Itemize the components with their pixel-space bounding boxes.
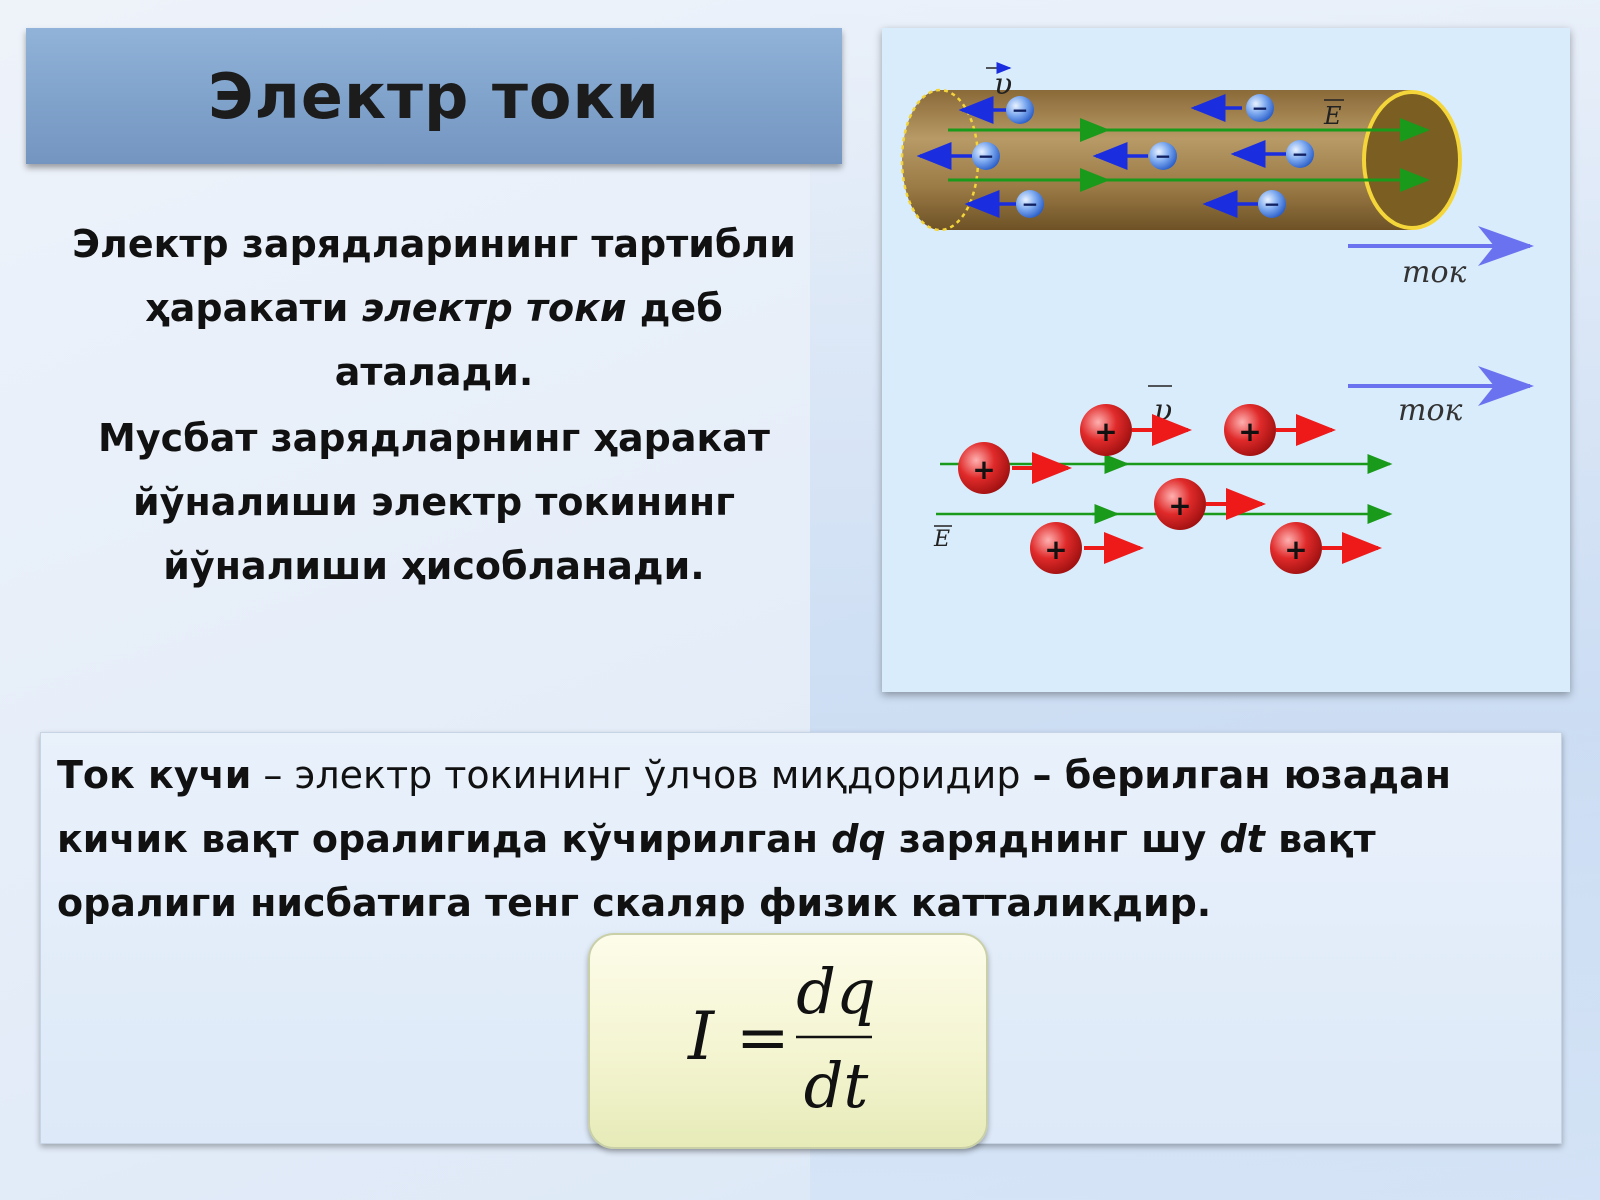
title-banner: Электр токи [26,28,842,164]
field-label: E [1323,102,1342,130]
electron: − [964,190,1044,218]
proton: + [1154,478,1266,530]
electron: − [1092,142,1177,170]
proton: + [1270,522,1382,574]
formula-numerator: dq [796,955,875,1028]
svg-text:−: − [1022,192,1039,216]
current-diagram: − − − − − − − [900,62,1534,574]
intro-text-end: деб аталади. [334,286,723,394]
current-label-top: ток [1402,255,1467,290]
svg-text:−: − [978,144,995,168]
svg-text:−: − [1252,96,1269,120]
svg-text:+: + [1284,533,1307,566]
formula-lhs: I [687,998,716,1075]
svg-text:−: − [1264,192,1281,216]
electron: − [916,142,1000,170]
velocity-label: υ [994,67,1012,102]
formula-denominator: dt [804,1049,869,1122]
velocity-label: υ [1154,393,1172,428]
svg-text:−: − [1012,98,1029,122]
definition-text: Ток кучи – электр токининг ўлчов миқдори… [57,743,1547,935]
direction-paragraph: Мусбат зарядларнинг ҳаракат йўналиши эле… [98,416,770,588]
definition-intro: – электр токининг ўлчов миқдоридир [251,753,1033,797]
svg-text:+: + [1238,415,1261,448]
proton: + [1080,404,1192,456]
svg-text:+: + [1094,415,1117,448]
intro-text-part: Электр зарядларининг тартибли ҳаракати [72,222,796,330]
electron: − [958,96,1034,124]
electron: − [1190,94,1274,122]
wire-end-face [1362,90,1462,230]
time-symbol: dt [1219,817,1265,861]
definition-main: – берилган юзадан кичик вақт оралигида к… [57,753,1451,861]
intro-text-italic: электр токи [361,286,627,330]
definition-paragraph: Электр зарядларининг тартибли ҳаракати э… [44,212,824,404]
term-current-strength: Ток кучи [57,753,252,797]
proton: + [958,442,1072,494]
formula-box: I = dq dt [588,933,988,1149]
intro-text: Электр зарядларининг тартибли ҳаракати э… [44,212,824,598]
electron: − [1202,190,1286,218]
current-label-bottom: ток [1398,393,1463,428]
current-formula: I = dq dt [687,955,876,1122]
definition-end: вақт оралиги нисбатига тенг скаляр физик… [57,817,1376,925]
slide-title: Электр токи [208,59,660,133]
svg-text:+: + [1044,533,1067,566]
svg-text:−: − [1155,144,1172,168]
proton: + [1224,404,1336,456]
electron: − [1230,140,1314,168]
current-diagram-panel: − − − − − − − [882,28,1570,692]
svg-text:+: + [1168,489,1191,522]
charge-symbol: dq [831,817,886,861]
field-label: E [933,527,950,552]
proton: + [1030,522,1144,574]
svg-text:−: − [1292,142,1309,166]
svg-text:+: + [972,453,995,486]
definition-middle: заряднинг шу [885,817,1220,861]
formula-equals: = [736,1001,790,1075]
